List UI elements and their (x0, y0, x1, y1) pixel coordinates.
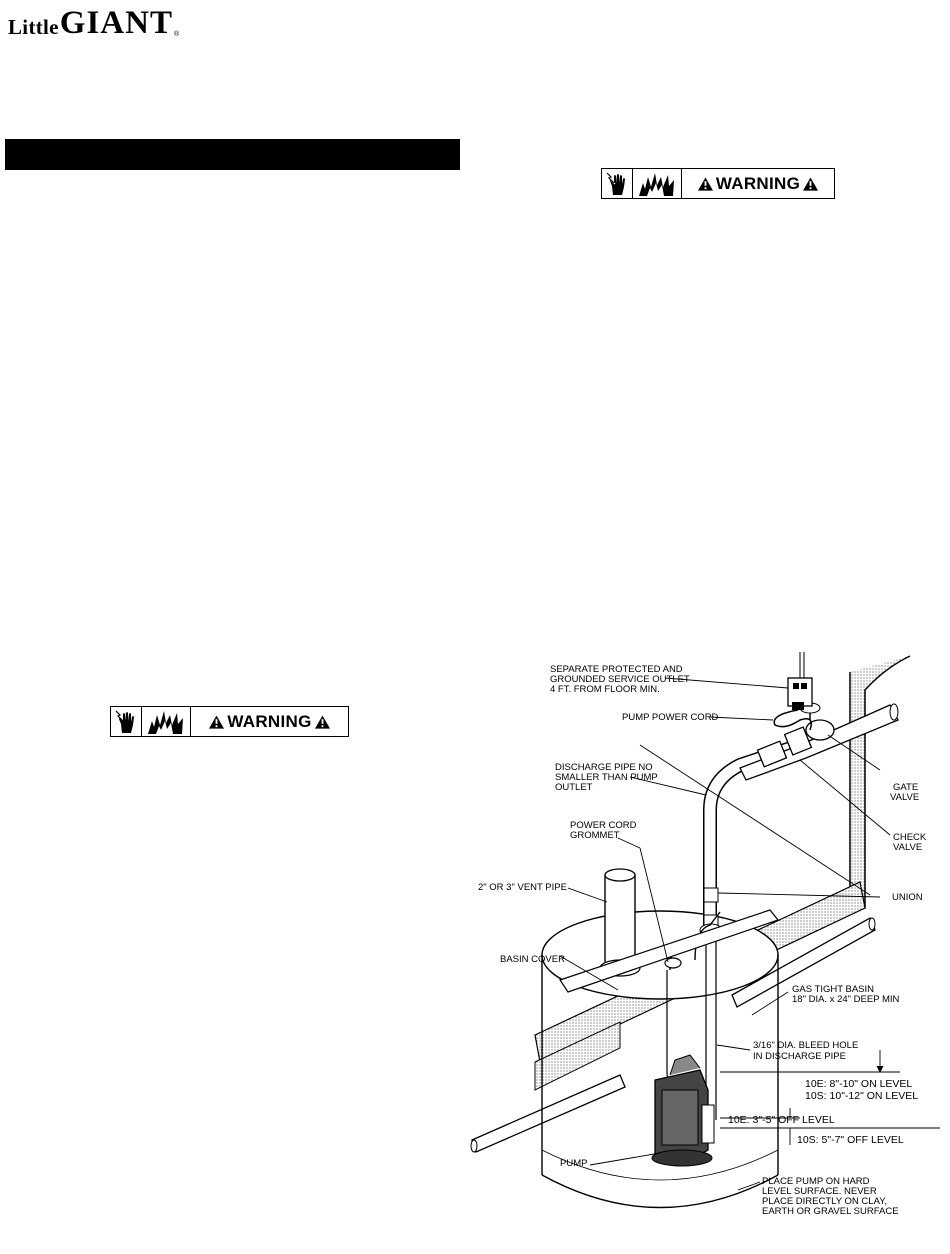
fire-hazard-icon (633, 169, 682, 198)
label-check-2: VALVE (893, 842, 922, 853)
label-off-level-10e: 10E: 3"-5" OFF LEVEL (728, 1114, 835, 1126)
warning-triangle-icon (803, 176, 819, 191)
warning-label-top: WARNING (601, 168, 835, 199)
label-discharge-1: DISCHARGE PIPE NO (555, 762, 653, 773)
label-gas-tight-1: GAS TIGHT BASIN (792, 984, 874, 995)
installation-diagram: SEPARATE PROTECTED AND GROUNDED SERVICE … (470, 652, 940, 1217)
diagram-labels: SEPARATE PROTECTED AND GROUNDED SERVICE … (478, 664, 927, 1217)
warning-triangle-icon (697, 176, 713, 191)
fire-hazard-icon (142, 707, 191, 736)
label-check-1: CHECK (893, 832, 927, 843)
warning-text-cell: WARNING (191, 707, 348, 736)
label-gas-tight-2: 18" DIA. x 24" DEEP MIN (792, 994, 900, 1005)
label-outlet-3: 4 FT. FROM FLOOR MIN. (550, 684, 660, 695)
callout-leaders (559, 677, 891, 1191)
label-on-level-10e: 10E: 8"-10" ON LEVEL (805, 1078, 912, 1090)
logo-registered: ® (173, 31, 180, 38)
warning-text: WARNING (227, 711, 312, 731)
label-grommet-2: GROMMET (570, 830, 620, 841)
warning-text: WARNING (715, 173, 801, 193)
label-bleed-2: IN DISCHARGE PIPE (753, 1051, 846, 1062)
logo-giant: GIANT (59, 5, 173, 41)
section-header-bar (5, 139, 460, 170)
electrical-hazard-icon (602, 169, 633, 198)
label-outlet-1: SEPARATE PROTECTED AND (550, 664, 683, 675)
pump (651, 1054, 715, 1167)
brand-logo: Little GIANT ® (8, 4, 179, 40)
label-power-cord: PUMP POWER CORD (622, 712, 719, 723)
label-vent: 2" OR 3" VENT PIPE (478, 882, 567, 893)
label-gate-2: VALVE (890, 792, 919, 803)
warning-text-cell: WARNING (682, 169, 834, 198)
label-bleed-1: 3/16" DIA. BLEED HOLE (753, 1040, 858, 1051)
label-off-level-10s: 10S: 5"-7" OFF LEVEL (797, 1134, 904, 1146)
drain-pipes (470, 917, 876, 1153)
label-grommet-1: POWER CORD (570, 820, 637, 831)
warning-triangle-icon (314, 714, 330, 729)
label-surface-1: PLACE PUMP ON HARD (762, 1176, 870, 1187)
label-union: UNION (892, 892, 923, 903)
label-surface-4: EARTH OR GRAVEL SURFACE (762, 1206, 899, 1217)
label-surface-2: LEVEL SURFACE. NEVER (762, 1186, 877, 1197)
warning-triangle-icon (209, 714, 225, 729)
logo-little: Little (8, 15, 59, 39)
label-discharge-2: SMALLER THAN PUMP (555, 772, 658, 783)
label-on-level-10s: 10S: 10"-12" ON LEVEL (805, 1090, 918, 1102)
level-dimensions (720, 1050, 940, 1145)
label-gate-1: GATE (893, 782, 918, 793)
label-pump: PUMP (560, 1158, 587, 1169)
warning-label-bottom: WARNING (110, 706, 349, 737)
label-basin-cover: BASIN COVER (500, 954, 565, 965)
vent-pipe (599, 868, 641, 977)
label-surface-3: PLACE DIRECTLY ON CLAY, (762, 1196, 887, 1207)
check-and-gate-valves (739, 702, 899, 781)
label-discharge-3: OUTLET (555, 782, 593, 793)
label-outlet-2: GROUNDED SERVICE OUTLET (550, 674, 690, 685)
electrical-hazard-icon (111, 707, 142, 736)
